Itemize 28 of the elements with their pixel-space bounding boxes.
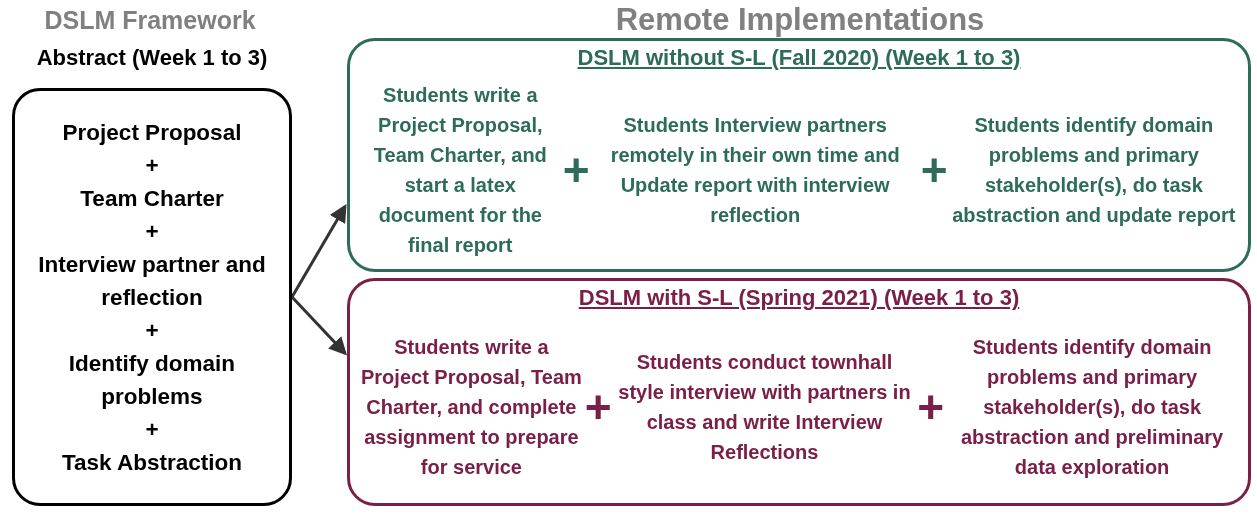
step-text: Students conduct townhall style interview with partners in class and write Interview Reflections xyxy=(617,350,912,465)
step-text: Team Charter xyxy=(80,184,224,213)
plus-sign: + xyxy=(145,415,159,444)
step-text: Identify domain problems xyxy=(67,349,237,411)
step-text: Students Interview partners remotely in their own time and Update report with interview reflection xyxy=(609,113,901,228)
plus-sign: + xyxy=(584,384,612,430)
step-text: Interview partner and reflection xyxy=(37,250,267,312)
plus-sign: + xyxy=(562,147,590,193)
plus-sign: + xyxy=(145,217,159,246)
step-text: Task Abstraction xyxy=(61,448,242,477)
step-text: Project Proposal xyxy=(62,118,242,147)
heading: Remote Implementations xyxy=(614,2,986,38)
arrow xyxy=(290,295,348,356)
plus-sign: + xyxy=(917,384,945,430)
box-heading: DSLM without S-L (Fall 2020) (Week 1 to 3) xyxy=(576,45,1022,71)
rounded-box xyxy=(347,38,1251,272)
step-text: Students identify domain problems and primary stakeholder(s), do task abstraction and update report xyxy=(951,113,1237,228)
step-text: Students write a Project Proposal, Team Charter, and start a latex document for the final report xyxy=(372,83,548,258)
box-heading: Abstract (Week 1 to 3) xyxy=(35,45,269,71)
plus-sign: + xyxy=(145,316,159,345)
plus-sign: + xyxy=(920,147,948,193)
heading: DSLM Framework xyxy=(43,6,257,35)
box-heading: DSLM with S-L (Spring 2021) (Week 1 to 3) xyxy=(577,285,1021,311)
step-text: Students write a Project Proposal, Team Charter, and complete assignment to prepare for service xyxy=(360,335,583,480)
rounded-box xyxy=(347,278,1251,506)
step-text: Students identify domain problems and primary stakeholder(s), do task abstraction and preliminary data exploration xyxy=(959,335,1225,480)
plus-sign: + xyxy=(145,151,159,180)
arrow xyxy=(290,203,347,298)
